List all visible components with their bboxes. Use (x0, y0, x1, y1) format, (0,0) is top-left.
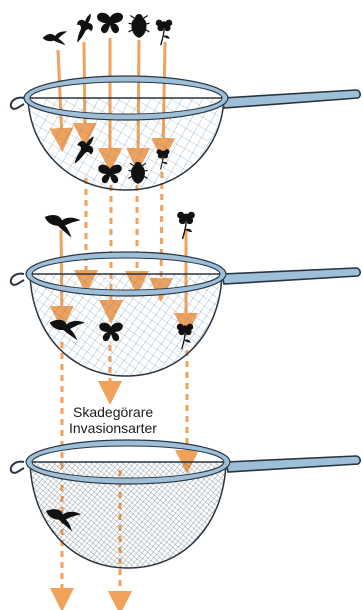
arrow-dashed (161, 172, 162, 290)
beetle-icon (129, 15, 150, 38)
label-pests: Skadegörare (71, 404, 155, 420)
sieve-handle (226, 456, 360, 472)
bird-icon (43, 31, 68, 45)
sieve-hook (11, 462, 24, 473)
sieve-coarse (11, 76, 360, 190)
sieve-fine (11, 440, 360, 568)
sieve-handle (222, 268, 360, 284)
organisms-top (43, 10, 173, 46)
bat-icon (70, 10, 98, 46)
flower-icon (156, 20, 172, 46)
butterfly-icon (97, 13, 123, 33)
label-invasive-species: Invasionsarter (67, 420, 159, 436)
sieve-hook (11, 274, 24, 285)
sieve-handle (222, 90, 360, 108)
sieve-hook (11, 98, 24, 109)
organisms-mid (41, 208, 195, 239)
